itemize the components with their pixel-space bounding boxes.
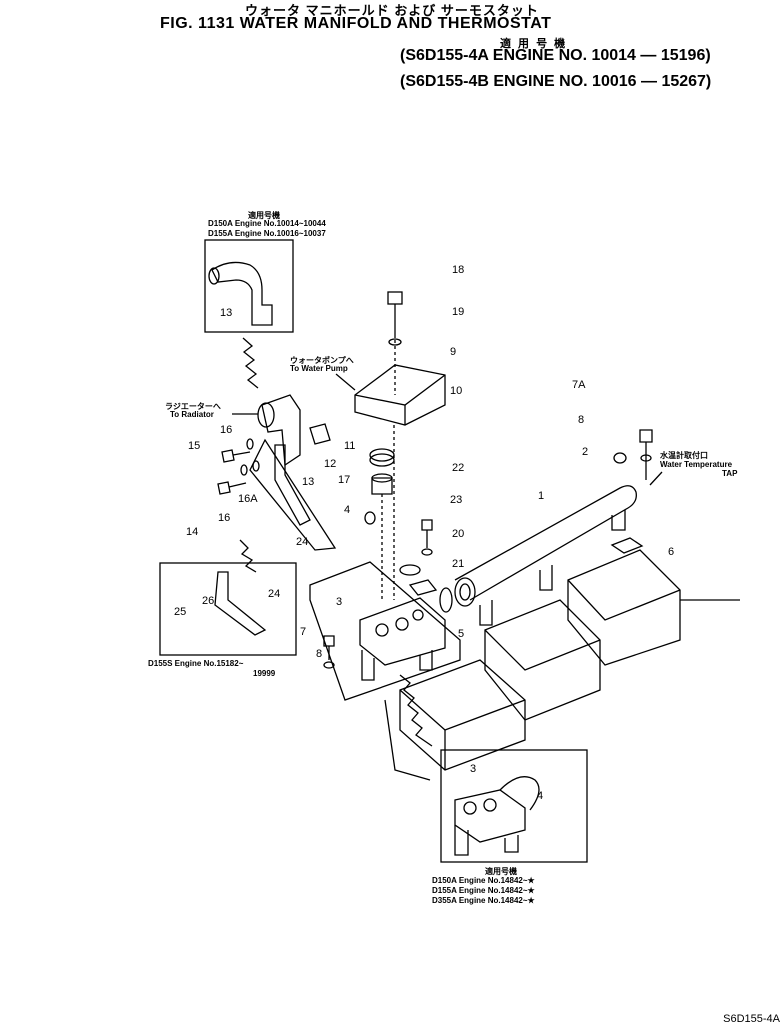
part-number-10: 10 (450, 385, 463, 397)
part-number-20: 20 (452, 528, 465, 540)
part-number-6: 6 (668, 546, 675, 558)
part-number-16a: 16A (238, 493, 258, 505)
part-number-15: 15 (188, 440, 201, 452)
inset-bottom-line3: D355A Engine No.14842~★ (432, 896, 535, 905)
water-pump-label: To Water Pump (290, 364, 348, 373)
inset-bottom-line2: D155A Engine No.14842~★ (432, 886, 535, 895)
part-number-24: 24 (296, 536, 309, 548)
water-manifold-pipe (454, 485, 637, 601)
part-number-18: 18 (452, 264, 465, 276)
part-number-23: 23 (450, 494, 463, 506)
part-number-4-inset: 4 (537, 790, 544, 802)
inset-bottom-line1: D150A Engine No.14842~★ (432, 876, 535, 885)
part-number-8-lower: 8 (316, 648, 323, 660)
water-temp-label-jp: 水温計取付口 (660, 451, 708, 460)
part-number-17: 17 (338, 474, 351, 486)
water-pump-label-jp: ウォータポンプへ (290, 356, 354, 365)
inset-left-line1: D155S Engine No.15182~ (148, 659, 244, 668)
leader-zigzag-top (242, 337, 259, 389)
part-number-16: 16 (220, 424, 233, 436)
inset-top-line1: D150A Engine No.10014~10044 (208, 219, 326, 228)
part-number-12: 12 (324, 458, 337, 470)
part-number-24-inset: 24 (268, 588, 281, 600)
radiator-label-jp: ラジエーターへ (165, 402, 221, 411)
water-temp-tap-label: TAP (722, 469, 738, 478)
title-japanese: ウォータ マニホールド および サーモスタット (245, 3, 539, 18)
part-number-1: 1 (538, 490, 545, 502)
inset-box-bottom (440, 749, 588, 863)
inset-elbow-pipe (211, 261, 273, 326)
applicability-label-japanese: 適 用 号 機 (500, 38, 568, 50)
part-number-3: 3 (336, 596, 343, 608)
applicability-s6d155-4a: (S6D155-4A ENGINE NO. 10014 — 15196) (400, 47, 711, 64)
part-number-4: 4 (344, 504, 351, 516)
inset-box-left (159, 562, 297, 656)
thermostat-housing (359, 597, 446, 666)
part-number-9: 9 (450, 346, 457, 358)
part-number-3-inset: 3 (470, 763, 477, 775)
part-number-13-inset: 13 (220, 307, 233, 319)
water-temp-label: Water Temperature (660, 460, 733, 469)
bracket-24 (274, 444, 311, 526)
figure-title: FIG. 1131 WATER MANIFOLD AND THERMOSTAT (160, 15, 552, 32)
thermostat-cover (354, 364, 446, 426)
inset-bottom-label-jp: 適用号機 (485, 867, 517, 876)
inset-top-label-jp: 適用号機 (248, 211, 280, 220)
part-number-25: 25 (174, 606, 187, 618)
part-number-22: 22 (452, 462, 465, 474)
applicability-s6d155-4b: (S6D155-4B ENGINE NO. 10016 — 15267) (400, 73, 712, 90)
radiator-label: To Radiator (170, 410, 214, 419)
part-number-21: 21 (452, 558, 465, 570)
part-number-8: 8 (578, 414, 585, 426)
inset-left-line2: 19999 (253, 669, 276, 678)
thermostat-housing-frame (309, 561, 461, 701)
cylinder-head-3 (567, 549, 681, 666)
part-number-16-lower: 16 (218, 512, 231, 524)
part-number-5: 5 (458, 628, 465, 640)
inset-top-line2: D155A Engine No.10016~10037 (208, 229, 326, 238)
inset-bracket (214, 571, 267, 636)
part-number-13: 13 (302, 476, 315, 488)
leader-zigzag-bottom (399, 674, 433, 747)
inset-box-top (204, 239, 294, 333)
part-number-26: 26 (202, 595, 215, 607)
inset-thermostat-housing (454, 789, 526, 843)
part-number-14: 14 (186, 526, 199, 538)
cylinder-head-1 (399, 659, 526, 771)
part-number-7a: 7A (572, 379, 586, 391)
part-number-2: 2 (582, 446, 589, 458)
part-number-7: 7 (300, 626, 307, 638)
cylinder-head-2 (484, 599, 601, 721)
part-number-11: 11 (344, 440, 356, 452)
page-code: S6D155-4A (723, 1013, 780, 1025)
part-number-19: 19 (452, 306, 465, 318)
